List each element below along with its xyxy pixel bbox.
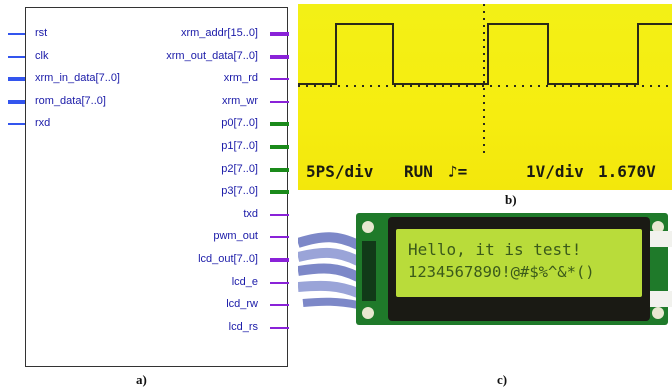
oscilloscope-screen: 5PS/div RUN ♪= 1V/div 1.670V: [298, 4, 672, 190]
mount-hole-bl: [362, 307, 374, 319]
right-pin-label: xrm_out_data[7..0]: [166, 49, 258, 62]
mount-hole-tr: [652, 221, 664, 233]
pin-header: [362, 241, 376, 301]
ribbon-cable: [296, 232, 361, 309]
left-pin-label: xrm_in_data[7..0]: [35, 72, 120, 84]
right-pin-label: p2[7..0]: [221, 162, 258, 175]
right-pin-line: [270, 304, 289, 307]
right-pin-line: [270, 100, 289, 103]
left-pin-label: rom_data[7..0]: [35, 94, 106, 107]
volts-per-div: 1V/div: [526, 162, 584, 181]
right-pin-line: [270, 32, 289, 36]
trigger-indicator: ♪=: [448, 162, 468, 181]
right-pin-label: xrm_addr[15..0]: [180, 27, 258, 39]
right-connector-bottom: [650, 291, 672, 307]
left-pin-label: rxd: [35, 117, 51, 129]
run-state: RUN: [404, 162, 433, 181]
right-pin-label: txd: [243, 207, 258, 220]
left-pin-line: [8, 33, 25, 35]
right-pin-line: [270, 258, 289, 262]
lcd-line-2: 1234567890!@#$%^&*(): [408, 263, 595, 281]
trigger-level: 1.670V: [598, 162, 656, 181]
right-pin-line: [270, 122, 289, 127]
right-pin-label: p0[7..0]: [221, 117, 258, 130]
right-pin-label: p3[7..0]: [221, 185, 258, 198]
right-pin-label: lcd_e: [231, 275, 258, 288]
right-pin-line: [270, 78, 289, 81]
left-pin-line: [8, 55, 25, 58]
oscilloscope-graticule: [298, 4, 672, 154]
left-pin-line: [8, 99, 25, 104]
module-body: [25, 7, 288, 367]
right-pin-line: [270, 54, 289, 59]
right-pin-line: [270, 167, 289, 172]
right-pin-line: [270, 213, 289, 216]
lcd-line-1: Hello, it is test!: [408, 240, 581, 259]
right-pin-line: [270, 281, 289, 284]
lcd-illustration: Hello, it is test! 1234567890!@#$%^&*(): [296, 213, 672, 325]
mount-hole-br: [652, 307, 664, 319]
right-pin-line: [270, 190, 289, 195]
square-wave-trace: [298, 23, 672, 85]
right-pin-label: pwm_out: [213, 230, 258, 243]
timebase-readout: 5PS/div: [306, 162, 374, 181]
left-pin-line: [8, 77, 25, 81]
right-pin-label: p1[7..0]: [221, 140, 258, 152]
right-pin-line: [270, 236, 289, 239]
caption-a: a): [136, 372, 147, 387]
lcd-module-photo: Hello, it is test! 1234567890!@#$%^&*(): [296, 205, 672, 345]
right-pin-label: xrm_rd: [223, 72, 258, 85]
right-connector-top: [650, 231, 672, 247]
right-pin-line: [270, 145, 289, 149]
right-pin-label: lcd_out[7..0]: [198, 253, 258, 265]
right-pin-label: lcd_rw: [226, 298, 258, 311]
right-pin-label: lcd_rs: [228, 320, 258, 333]
caption-b: b): [505, 192, 517, 207]
right-pin-label: xrm_wr: [221, 94, 258, 107]
left-pin-label: rst: [35, 27, 48, 39]
left-pin-line: [8, 123, 25, 125]
caption-c: c): [497, 372, 508, 387]
left-pin-label: clk: [35, 49, 49, 62]
lcd-glass: [396, 229, 642, 297]
mount-hole-tl: [362, 221, 374, 233]
right-pin-line: [270, 326, 289, 329]
